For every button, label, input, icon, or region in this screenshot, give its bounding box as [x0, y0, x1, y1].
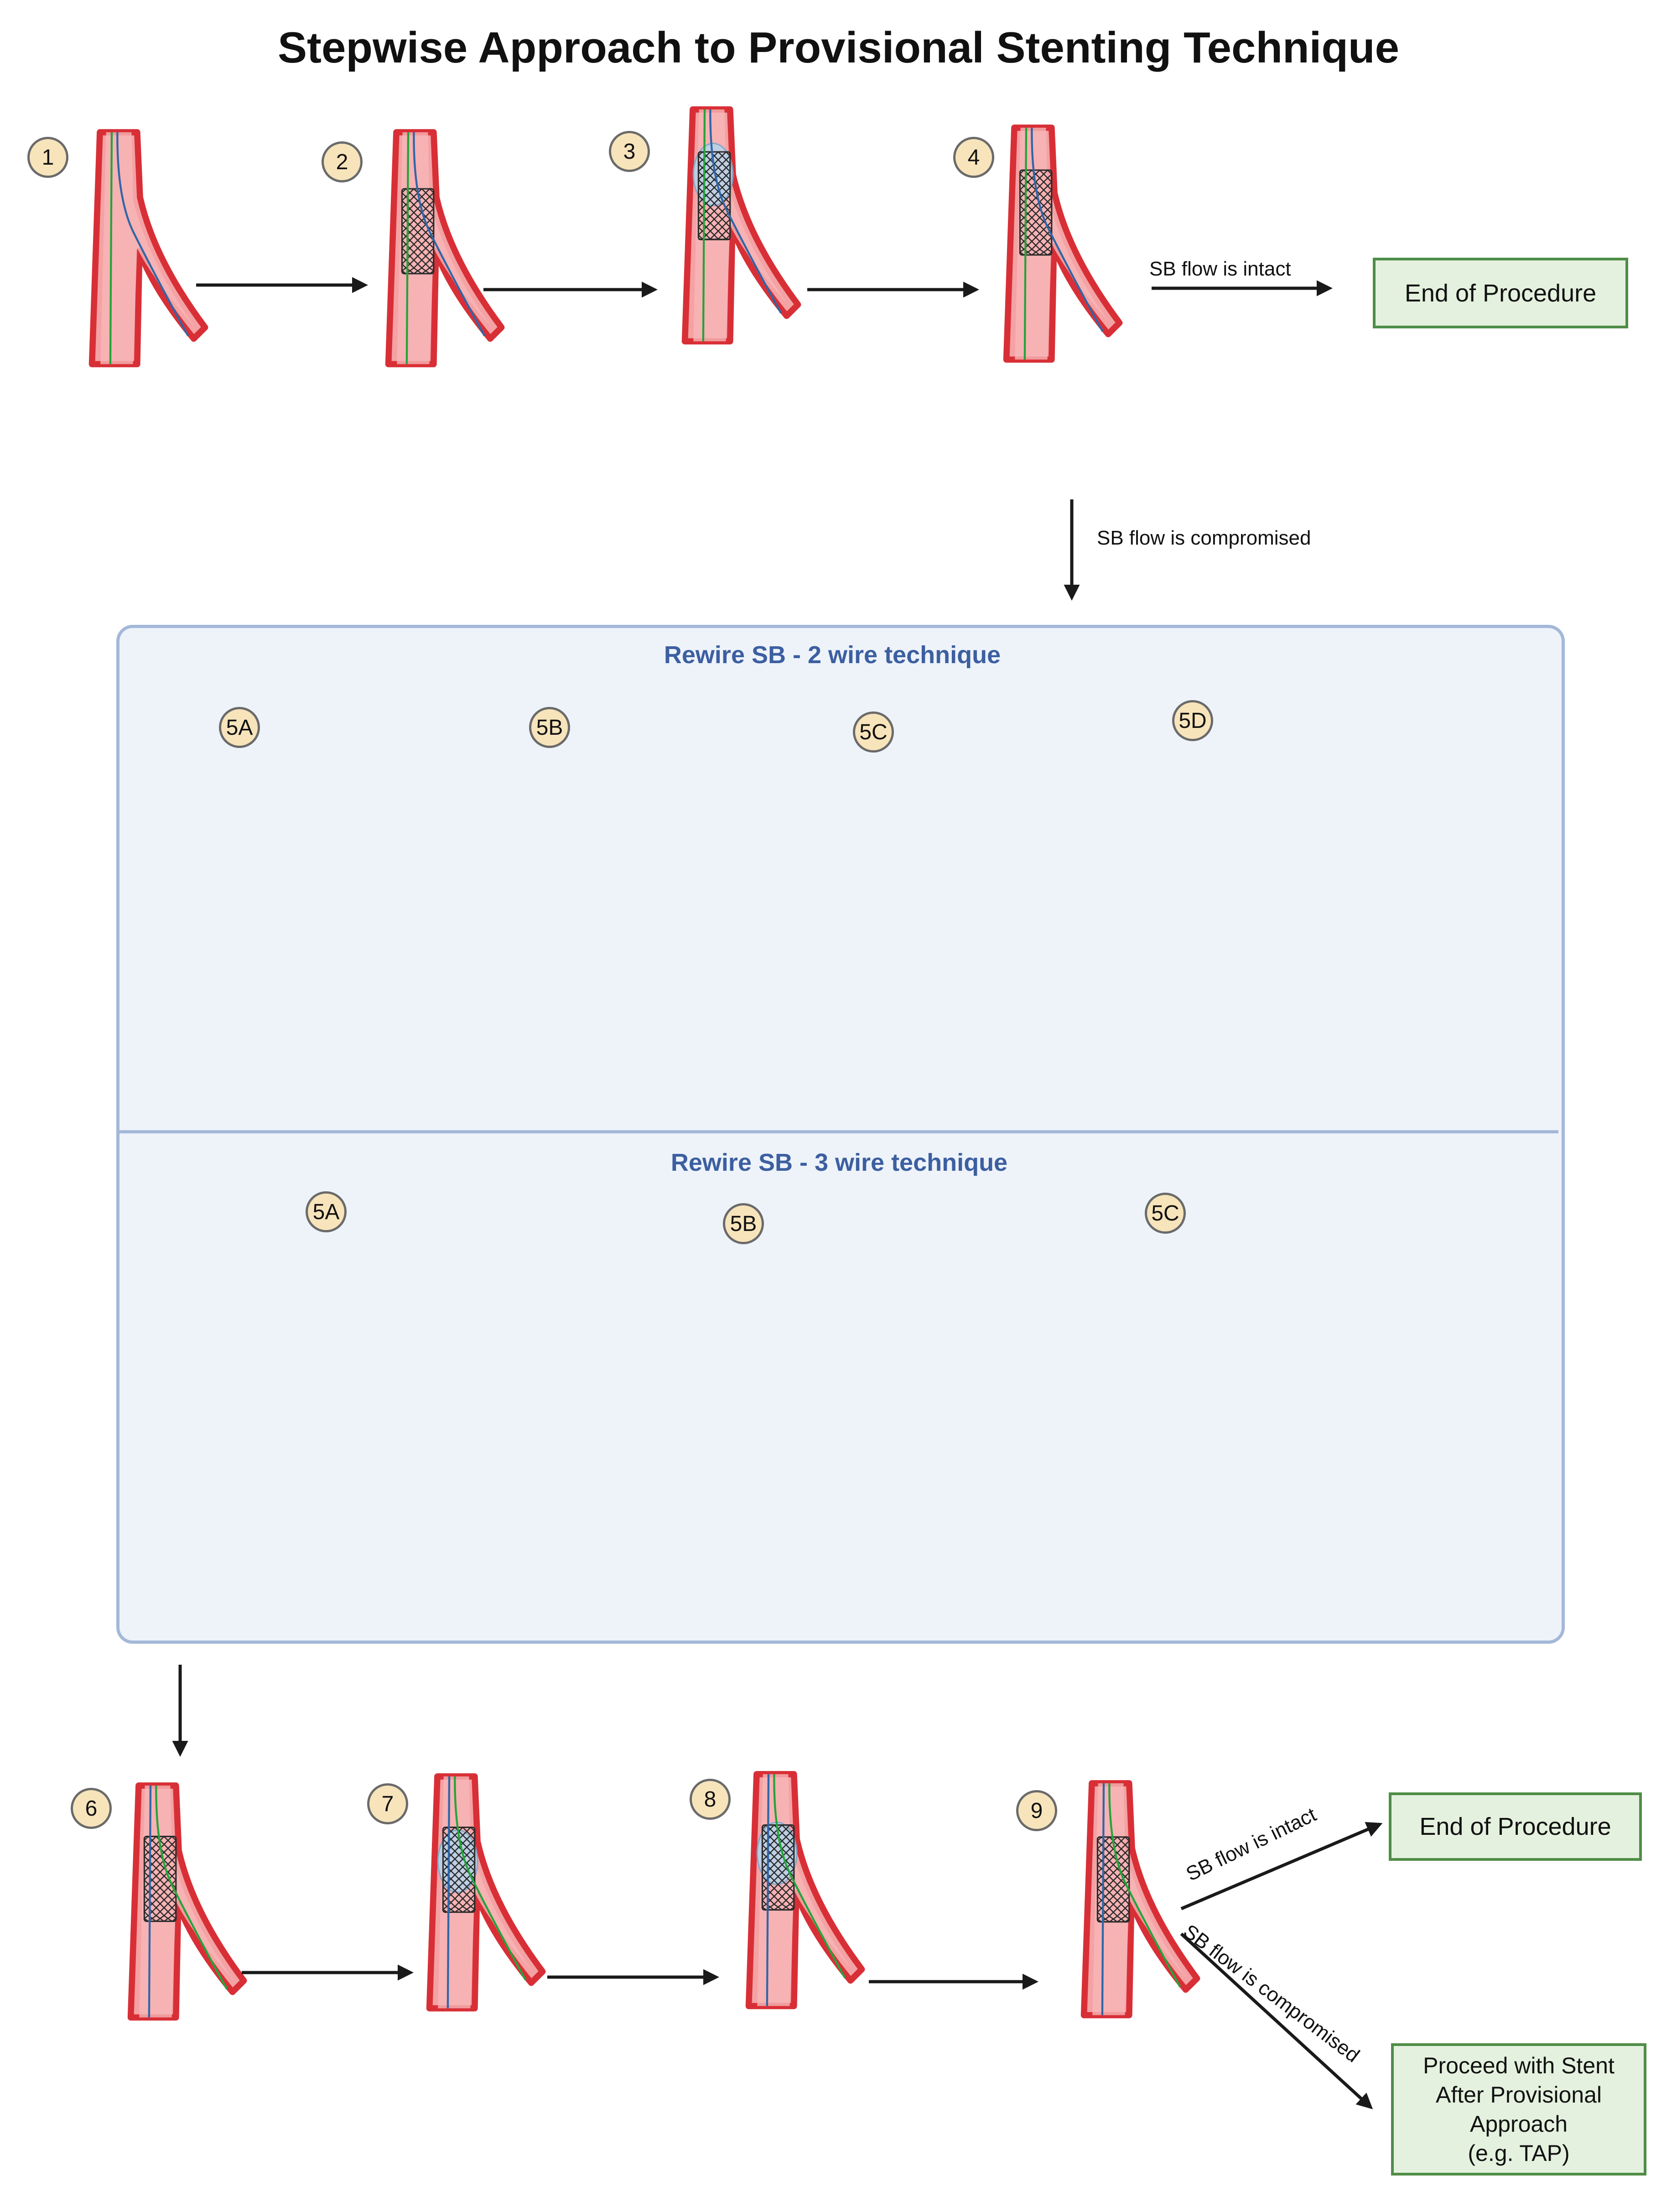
- two-wire-badge-5a: 5A: [219, 707, 260, 748]
- step-badge-1: 1: [27, 137, 68, 178]
- vessel-lumen: [438, 1776, 533, 2009]
- page-title: Stepwise Approach to Provisional Stentin…: [278, 23, 1399, 72]
- vessel-step-8: [745, 1771, 865, 2009]
- stent: [761, 1824, 795, 1911]
- step-badge-4: 4: [953, 137, 994, 178]
- main-branch-wire: [702, 109, 706, 342]
- proceed-line-2: After Provisional: [1435, 2082, 1602, 2108]
- two-wire-title: Rewire SB - 2 wire technique: [664, 641, 1001, 669]
- rewire-panel: [116, 625, 1565, 1644]
- top-end-of-procedure: End of Procedure: [1373, 258, 1628, 328]
- three-wire-badge-5a: 5A: [306, 1191, 347, 1232]
- three-wire-badge-5b: 5B: [723, 1203, 764, 1244]
- vessel-lumen: [397, 132, 492, 364]
- two-wire-badge-5c: 5C: [853, 711, 894, 753]
- vessel-step-1: [88, 129, 208, 368]
- side-branch-wire: [116, 132, 189, 337]
- stent-mesh: [143, 1835, 177, 1922]
- three-wire-badge-5c: 5C: [1145, 1193, 1186, 1234]
- two-wire-badge-5d: 5D: [1172, 700, 1213, 741]
- main-branch-wire: [109, 132, 113, 364]
- arrow-9-compromised: [1180, 1932, 1373, 2109]
- stent: [143, 1835, 177, 1922]
- step-badge-7: 7: [367, 1783, 408, 1824]
- side-branch-wire: [155, 1785, 228, 1990]
- side-branch-wire: [1031, 127, 1104, 332]
- side-branch-wire: [454, 1776, 527, 1981]
- two-wire-badge-5b: 5B: [529, 707, 570, 748]
- vessel-step-2: [385, 129, 505, 368]
- main-branch-wire: [1101, 1783, 1105, 2015]
- proceed-line-1: Proceed with Stent: [1423, 2053, 1615, 2078]
- step-badge-9: 9: [1016, 1790, 1057, 1831]
- main-branch-wire: [1023, 127, 1028, 360]
- top-compromised-label: SB flow is compromised: [1097, 527, 1311, 549]
- side-branch-wire: [773, 1774, 846, 1978]
- vessel-lumen: [1015, 128, 1110, 360]
- stent-outline: [761, 1824, 795, 1911]
- stent-mesh: [401, 188, 435, 275]
- vessel-step-4: [1003, 125, 1123, 363]
- main-branch-wire: [766, 1774, 770, 2006]
- stent-mesh: [1096, 1836, 1130, 1923]
- arrow-9-intact: [1180, 1822, 1383, 1911]
- side-branch-wire: [1108, 1783, 1181, 1988]
- vessel-lumen: [757, 1774, 852, 2006]
- vessel-step-3: [681, 106, 801, 345]
- main-branch-wire: [447, 1776, 451, 2009]
- vessel-step-9: [1080, 1780, 1200, 2019]
- panel-divider: [119, 1130, 1558, 1133]
- vessel-lumen: [1092, 1783, 1187, 2015]
- step-badge-6: 6: [71, 1788, 112, 1829]
- bottom-end-label: End of Procedure: [1419, 1813, 1611, 1840]
- stent-mesh: [761, 1824, 795, 1911]
- vessel-lumen: [100, 132, 195, 364]
- main-branch-wire: [405, 132, 410, 364]
- stent-outline: [442, 1827, 476, 1913]
- main-branch-wire: [148, 1785, 152, 2018]
- stent-outline: [1019, 169, 1053, 256]
- step-badge-3: 3: [609, 131, 650, 172]
- stent-mesh: [442, 1826, 476, 1913]
- vessel-step-7: [426, 1773, 546, 2012]
- stent-outline: [143, 1836, 177, 1922]
- step-badge-8: 8: [690, 1779, 731, 1820]
- proceed-line-3: Approach: [1469, 2111, 1568, 2137]
- stent: [442, 1826, 476, 1913]
- proceed-with-stent-box: Proceed with Stent After Provisional App…: [1391, 2043, 1646, 2176]
- step-badge-2: 2: [322, 141, 363, 182]
- top-intact-label: SB flow is intact: [1149, 258, 1291, 280]
- side-branch-wire: [709, 109, 782, 314]
- vessel-step-6: [127, 1782, 247, 2021]
- side-branch-wire: [413, 132, 486, 337]
- proceed-line-4: (e.g. TAP): [1468, 2140, 1570, 2166]
- top-end-label: End of Procedure: [1404, 279, 1597, 307]
- vessel-lumen: [139, 1786, 234, 2018]
- three-wire-title: Rewire SB - 3 wire technique: [670, 1149, 1008, 1176]
- bottom-end-of-procedure: End of Procedure: [1389, 1792, 1642, 1861]
